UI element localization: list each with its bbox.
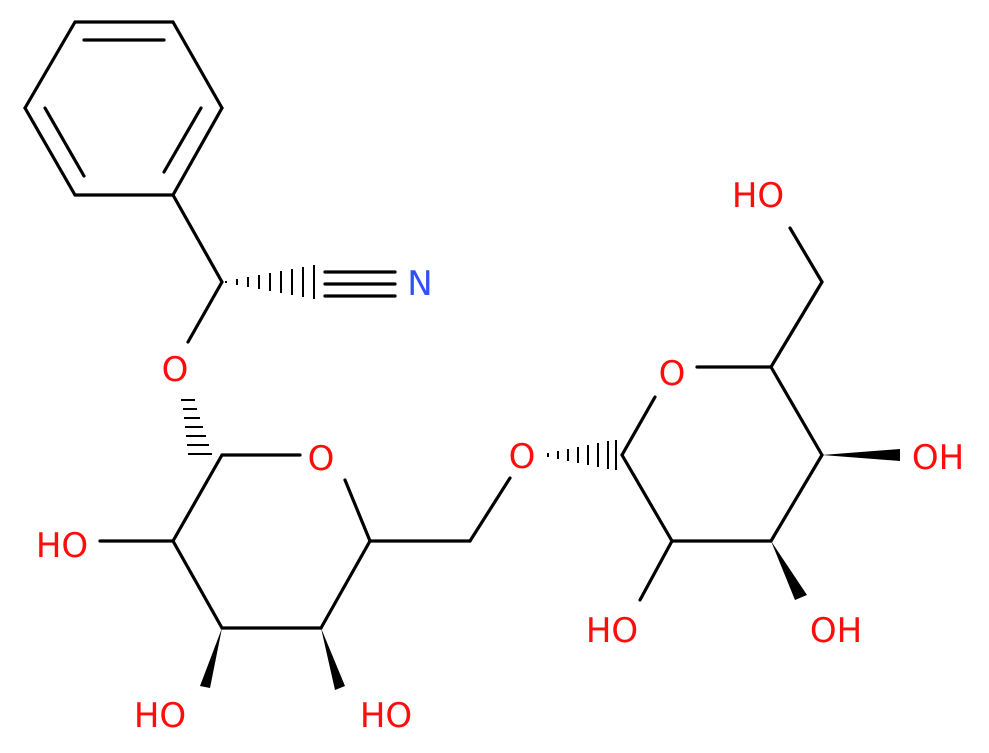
ring2-c3-hydroxyl-label: OH — [810, 611, 862, 651]
ring2-c5-ch2-bond — [769, 280, 824, 369]
wedge-ring1-c4 — [321, 628, 345, 690]
ring2-ch2-oh-bond — [788, 226, 824, 284]
glucose-ring-right — [620, 365, 824, 543]
hashed-wedge-anomeric-2 — [547, 440, 617, 470]
nitrile-triple-bond — [323, 270, 397, 298]
wedge-ring2-c4 — [822, 449, 900, 461]
ch-to-ether-o-bond — [186, 280, 224, 344]
ring1-c2-hydroxyl-label: HO — [36, 526, 88, 566]
ring1-c3-hydroxyl-label: HO — [134, 696, 186, 736]
ring2-ch2oh-hydroxyl-label: HO — [732, 176, 784, 216]
phenyl-to-ch-bond — [171, 193, 224, 284]
hashed-wedge-anomeric-1 — [181, 399, 212, 455]
ring2-c2-hydroxyl-label: HO — [586, 611, 638, 651]
ch2-to-glycosidic-o-bond — [468, 476, 512, 543]
wedge-ring2-c3 — [771, 541, 807, 600]
glucose-ring-left — [171, 453, 372, 630]
glycosidic-oxygen-label: O — [509, 437, 536, 477]
ring2-c2-oh-bond — [638, 539, 674, 602]
ring2-oxygen-label: O — [659, 354, 686, 394]
nitrogen-atom-label: N — [407, 264, 432, 304]
ring1-oxygen-label: O — [308, 439, 335, 479]
hashed-wedge-nitrile — [225, 265, 315, 299]
phenyl-ring — [23, 20, 224, 197]
ring2-c4-hydroxyl-label: OH — [912, 438, 964, 478]
wedge-ring1-c3 — [200, 628, 222, 688]
ether-oxygen-label: O — [162, 350, 189, 390]
ring1-c4-hydroxyl-label: HO — [360, 696, 412, 736]
